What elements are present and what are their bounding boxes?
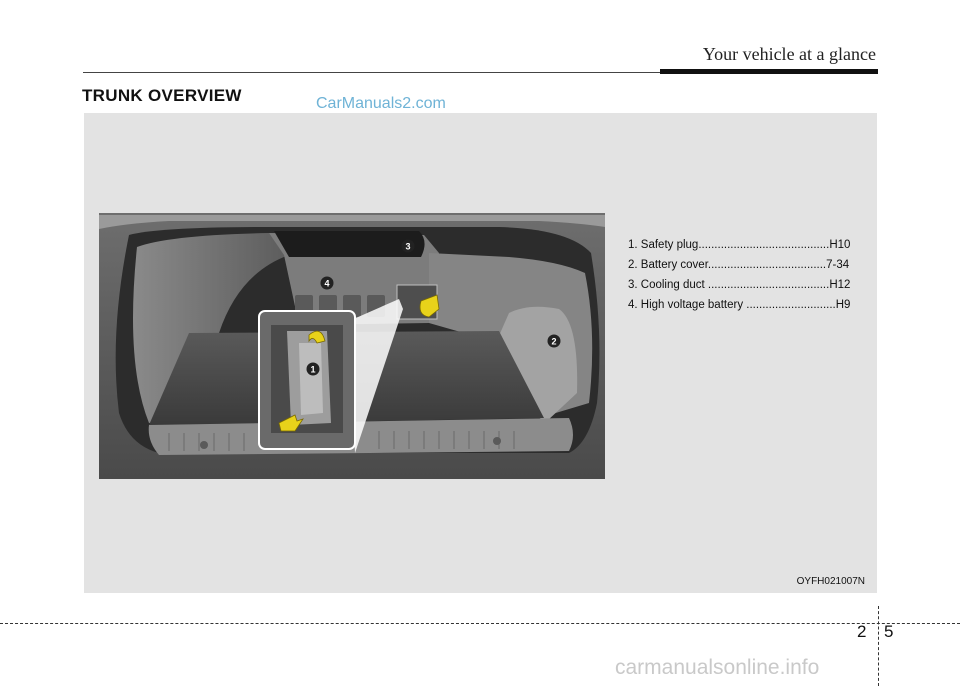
legend-item-cooling-duct: 3. Cooling duct ........................… [628,279,851,291]
svg-text:3: 3 [405,242,410,252]
header-rule [83,72,878,73]
svg-text:4: 4 [324,279,329,289]
watermark-bottom: carmanualsonline.info [615,656,820,679]
callout-2: 2 [547,334,561,348]
running-header: Your vehicle at a glance [702,44,876,64]
page-number: 5 [884,622,894,641]
header-accent-bar [660,69,878,74]
parts-legend: 1. Safety plug..........................… [628,235,868,315]
watermark-top: CarManuals2.com [316,95,446,112]
callout-4: 4 [320,276,334,290]
legend-item-safety-plug: 1. Safety plug..........................… [628,239,851,251]
chapter-number: 2 [857,622,867,641]
figure-code: OYFH021007N [796,576,865,587]
page-divider [878,606,879,686]
legend-item-high-voltage-battery: 4. High voltage battery ................… [628,299,851,311]
svg-text:1: 1 [310,365,315,375]
callout-3: 3 [401,239,415,253]
svg-text:2: 2 [551,337,556,347]
section-title: TRUNK OVERVIEW [82,86,242,105]
legend-item-battery-cover: 2. Battery cover........................… [628,259,850,271]
footer-rule [0,623,960,624]
figure-panel: 1 2 3 4 1. Safety plug..................… [84,113,877,593]
trunk-illustration: 1 2 3 4 [99,213,605,479]
callout-1: 1 [306,362,320,376]
